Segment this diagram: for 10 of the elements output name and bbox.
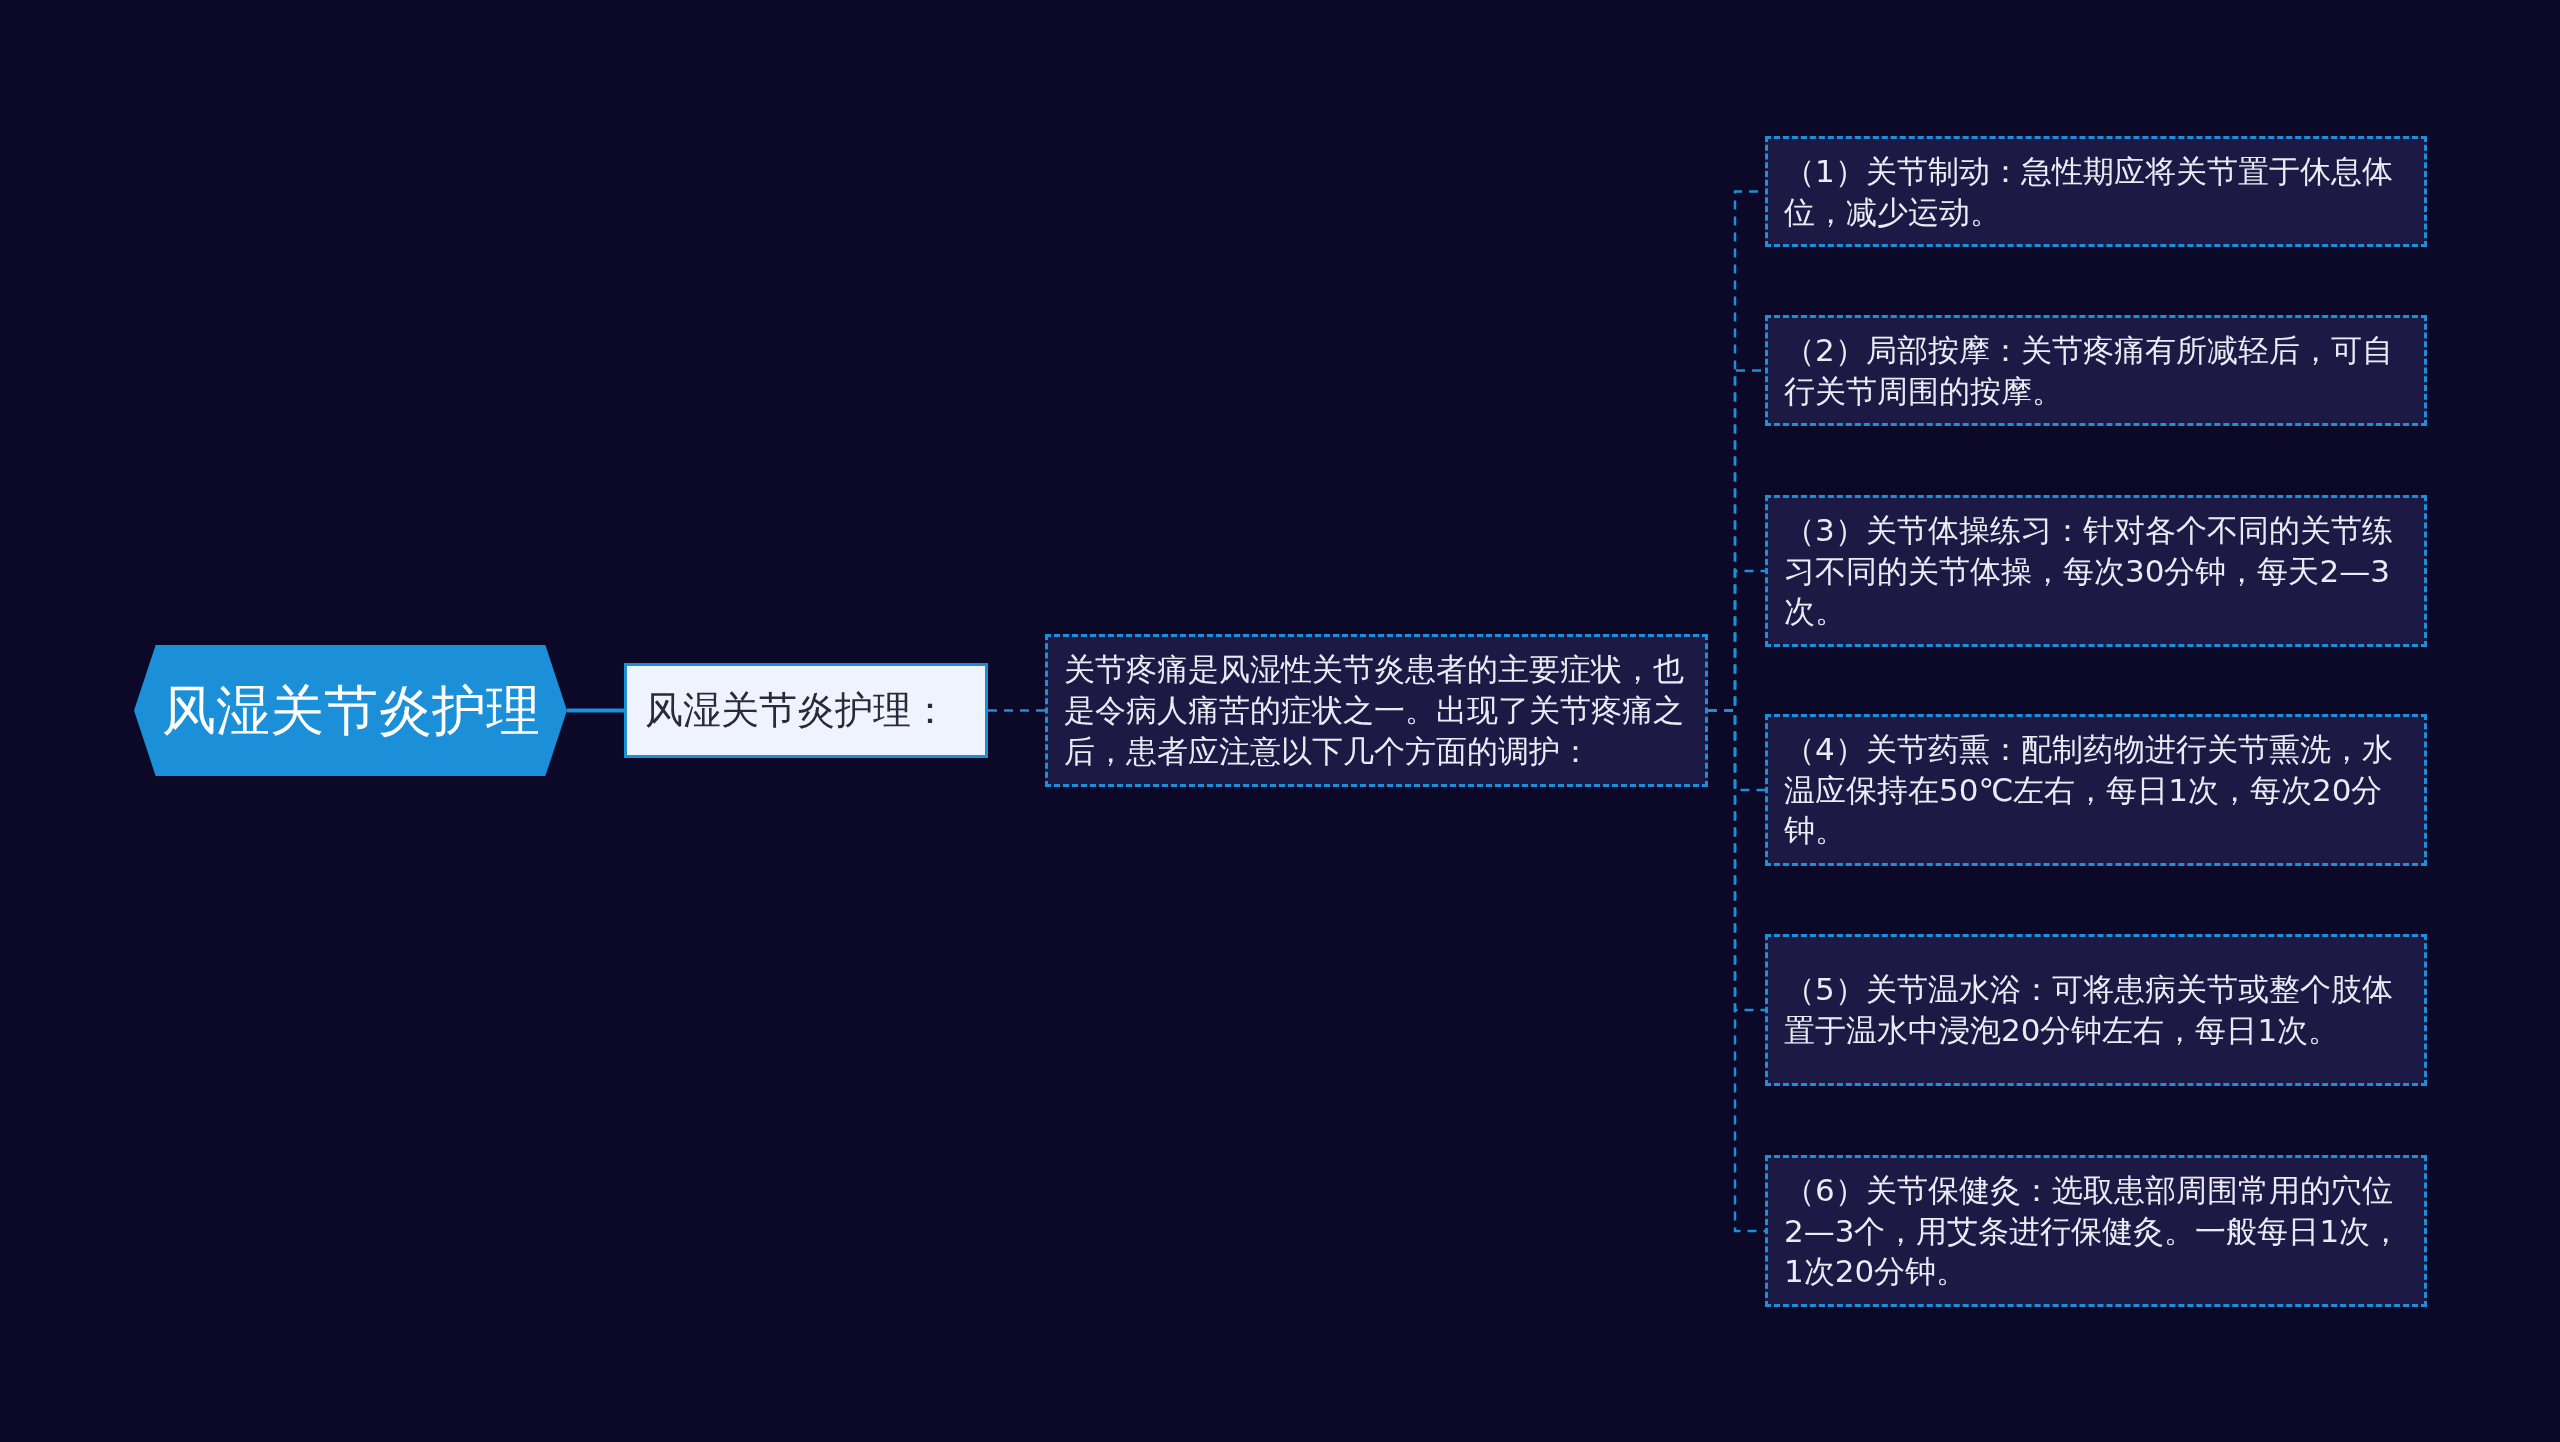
note-box: （1）关节制动：急性期应将关节置于休息体位，减少运动。 bbox=[1765, 136, 2427, 247]
note-box: （5）关节温水浴：可将患病关节或整个肢体置于温水中浸泡20分钟左右，每日1次。 bbox=[1765, 934, 2427, 1086]
topic-box: 风湿关节炎护理： bbox=[624, 663, 988, 758]
note-box: （4）关节药熏：配制药物进行关节熏洗，水温应保持在50℃左右，每日1次，每次20分钟。 bbox=[1765, 714, 2427, 866]
note-box: 关节疼痛是风湿性关节炎患者的主要症状，也是令病人痛苦的症状之一。出现了关节疼痛之后，患者应注意以下几个方面的调护： bbox=[1045, 634, 1708, 787]
note-box: （6）关节保健灸：选取患部周围常用的穴位2—3个，用艾条进行保健灸。一般每日1次，1次20分钟。 bbox=[1765, 1155, 2427, 1307]
note-box: （2）局部按摩：关节疼痛有所减轻后，可自行关节周围的按摩。 bbox=[1765, 315, 2427, 426]
note-box: （3）关节体操练习：针对各个不同的关节练习不同的关节体操，每次30分钟，每天2—3次。 bbox=[1765, 495, 2427, 647]
connector bbox=[567, 708, 624, 713]
connector bbox=[988, 709, 1045, 712]
